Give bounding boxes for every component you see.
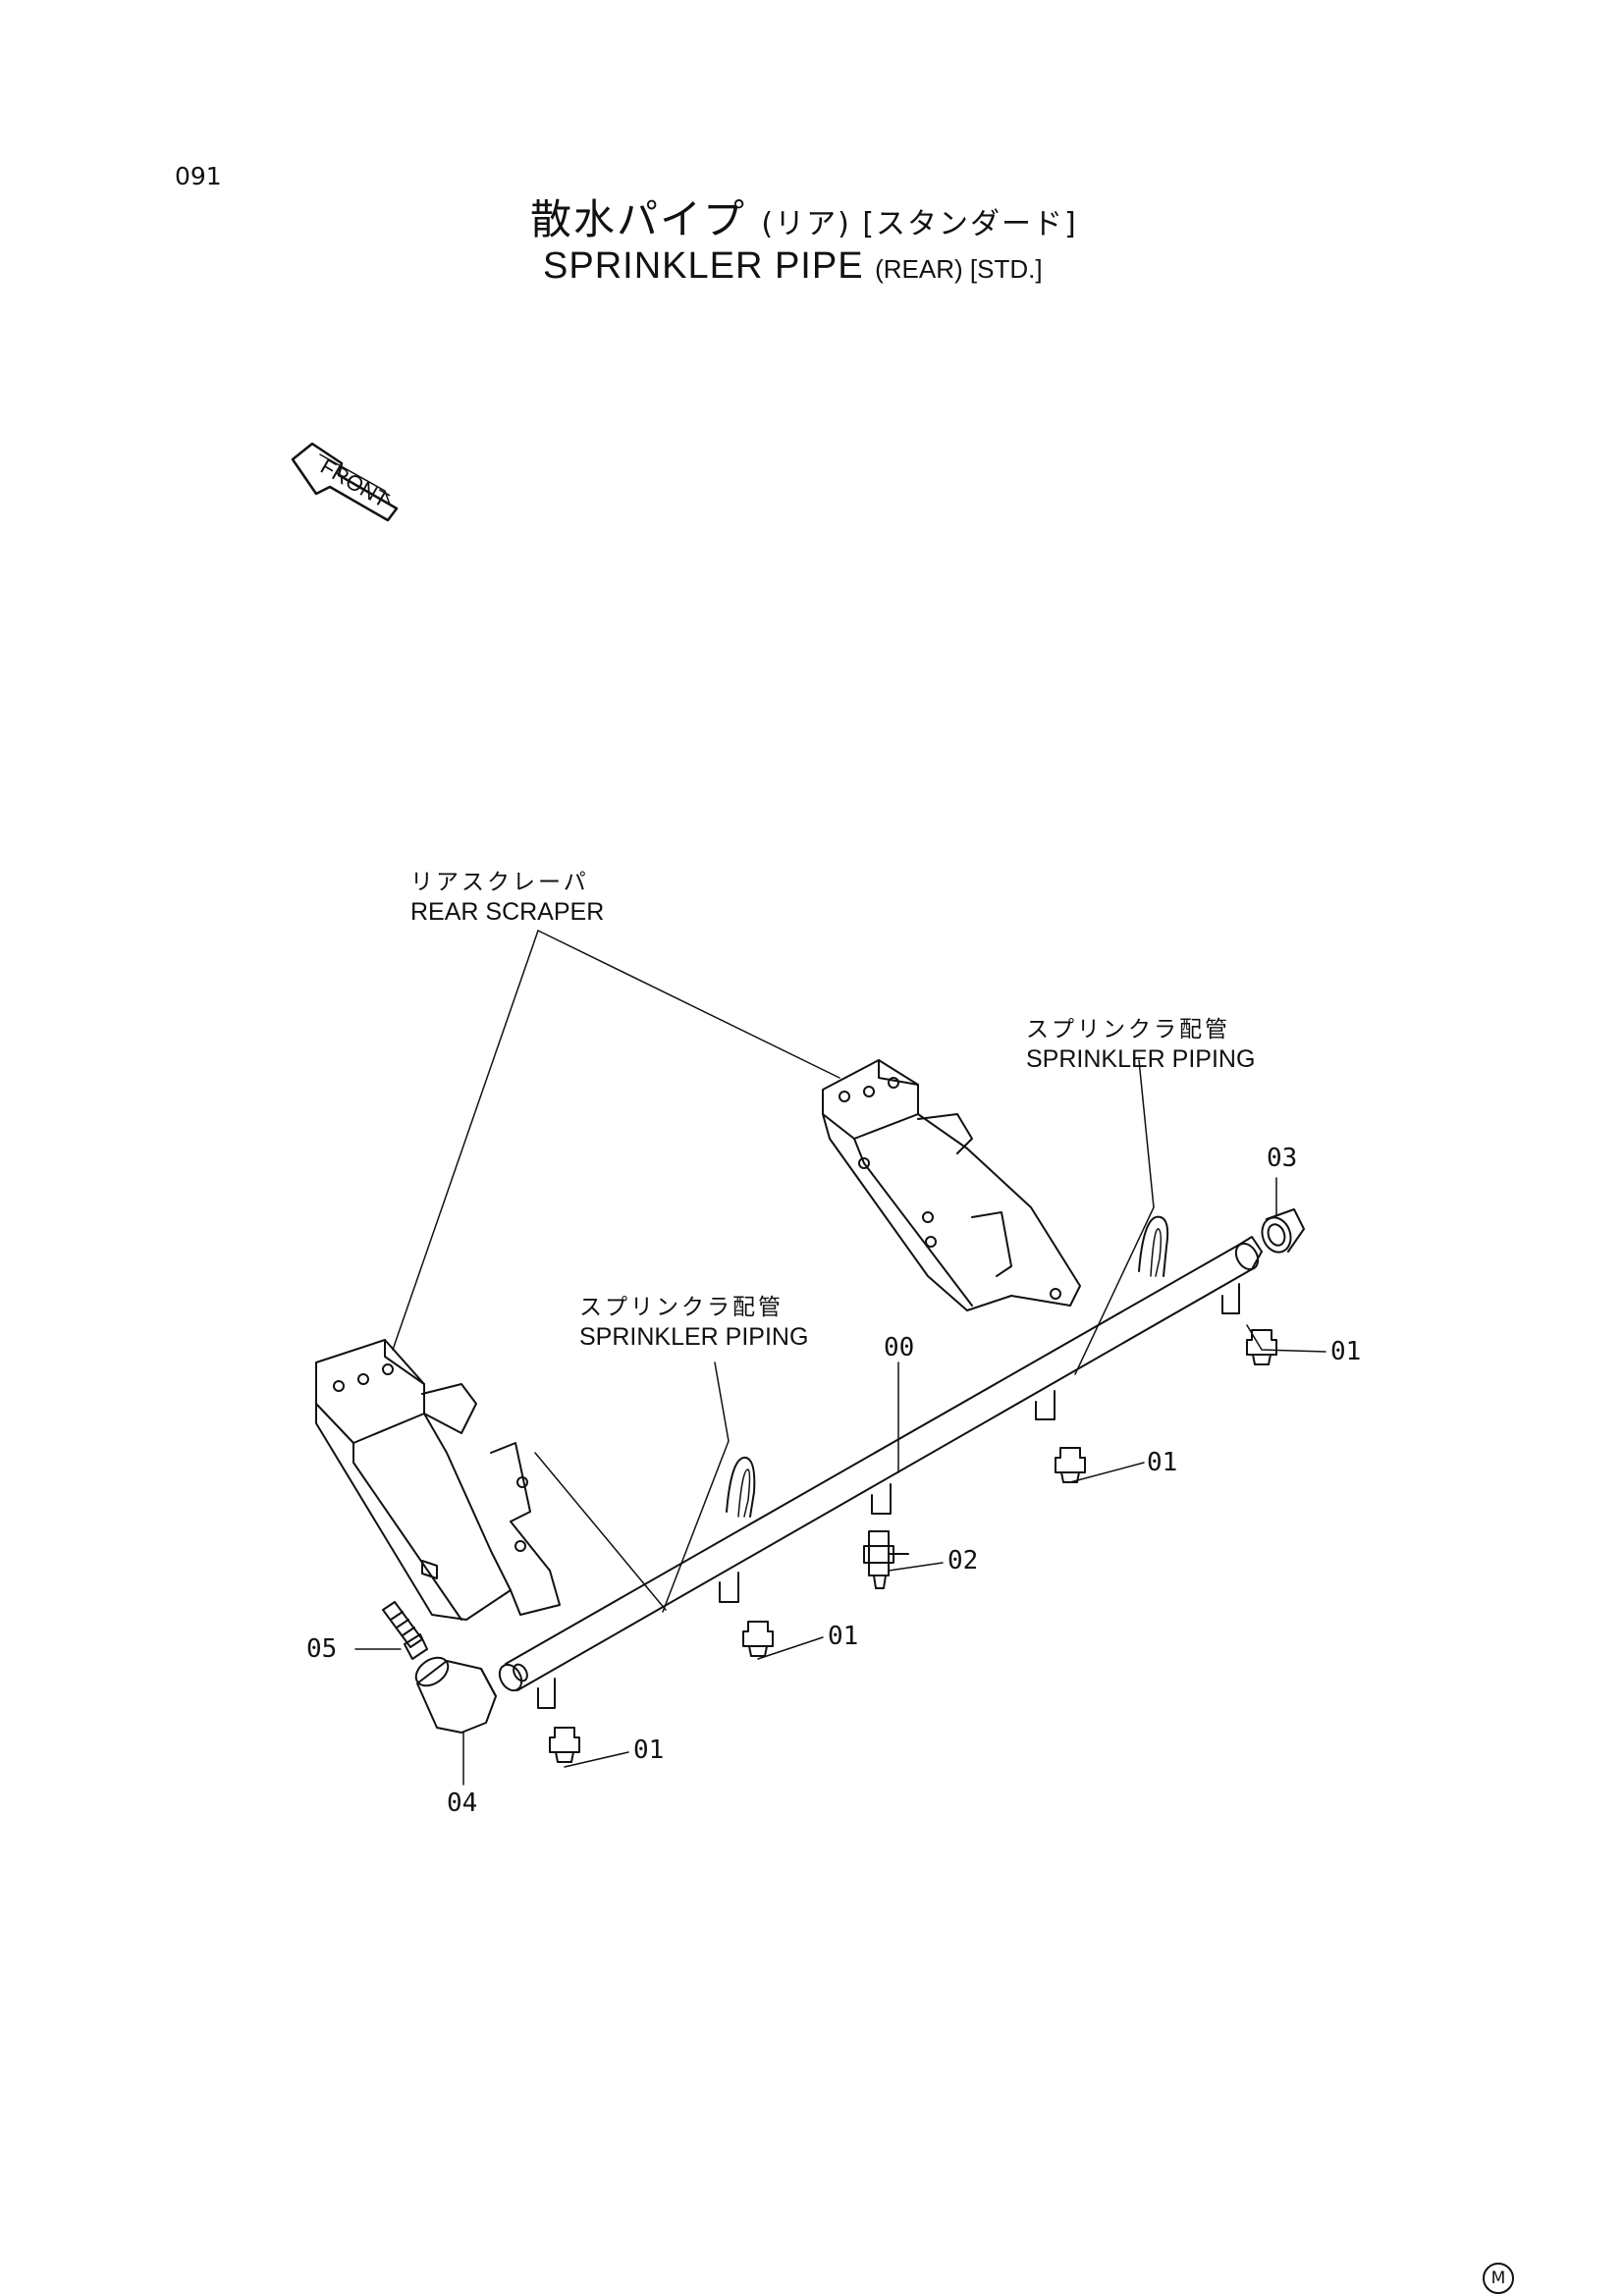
title-english-main: SPRINKLER PIPE [543, 245, 864, 287]
front-arrow-label: FRONT [316, 454, 393, 512]
fitting-01-c [1055, 1447, 1086, 1483]
part-number-01-d: 01 [1330, 1337, 1362, 1366]
front-arrow-icon: FRONT [291, 442, 399, 522]
sprinkler-piping-label-left: スプリンクラ配管 SPRINKLER PIPING [579, 1294, 808, 1353]
page-number: 091 [175, 162, 222, 190]
elbow-04 [414, 1656, 497, 1734]
part-number-05: 05 [306, 1634, 338, 1664]
rear-scraper-left [315, 1339, 561, 1621]
part-number-01-b: 01 [828, 1622, 859, 1651]
part-number-00: 00 [884, 1333, 915, 1362]
fitting-01-b [742, 1621, 774, 1657]
sprinkler-piping-left-jp: スプリンクラ配管 [579, 1295, 784, 1320]
title-japanese-main: 散水パイプ [530, 195, 747, 243]
sprinkler-pipe-00 [498, 1236, 1263, 1709]
sprinkler-piping-label-right: スプリンクラ配管 SPRINKLER PIPING [1026, 1016, 1255, 1075]
sprinkler-piping-clamp-left [726, 1456, 756, 1518]
valve-02 [863, 1530, 909, 1589]
rear-scraper-label-en: REAR SCRAPER [410, 897, 605, 926]
sprinkler-piping-right-jp: スプリンクラ配管 [1026, 1017, 1230, 1042]
title-japanese-sub: (リア) [スタンダード] [761, 207, 1078, 241]
fitting-01-d [1246, 1329, 1277, 1365]
corner-mark: M [1483, 2263, 1514, 2294]
leader-lines [354, 930, 1326, 1786]
sprinkler-piping-clamp-right [1138, 1215, 1169, 1277]
part-number-02: 02 [947, 1546, 979, 1575]
sprinkler-piping-right-en: SPRINKLER PIPING [1026, 1044, 1256, 1073]
part-number-03: 03 [1267, 1144, 1298, 1173]
rear-scraper-label-jp: リアスクレーパ [410, 870, 589, 895]
part-number-04: 04 [447, 1789, 478, 1818]
nipple-05 [382, 1601, 428, 1660]
rear-scraper-label: リアスクレーパ REAR SCRAPER [410, 869, 604, 928]
title-english-sub: (REAR) [STD.] [875, 254, 1043, 284]
rear-scraper-right [822, 1059, 1081, 1311]
sprinkler-piping-left-en: SPRINKLER PIPING [579, 1322, 809, 1351]
page-title-japanese: 散水パイプ (リア) [スタンダード] [530, 187, 1237, 246]
page-title-english: SPRINKLER PIPE (REAR) [STD.] [543, 245, 1230, 288]
part-number-01-a: 01 [633, 1735, 665, 1765]
part-number-01-c: 01 [1147, 1448, 1178, 1477]
cap-03 [1261, 1208, 1305, 1254]
fitting-01-a [549, 1727, 580, 1763]
